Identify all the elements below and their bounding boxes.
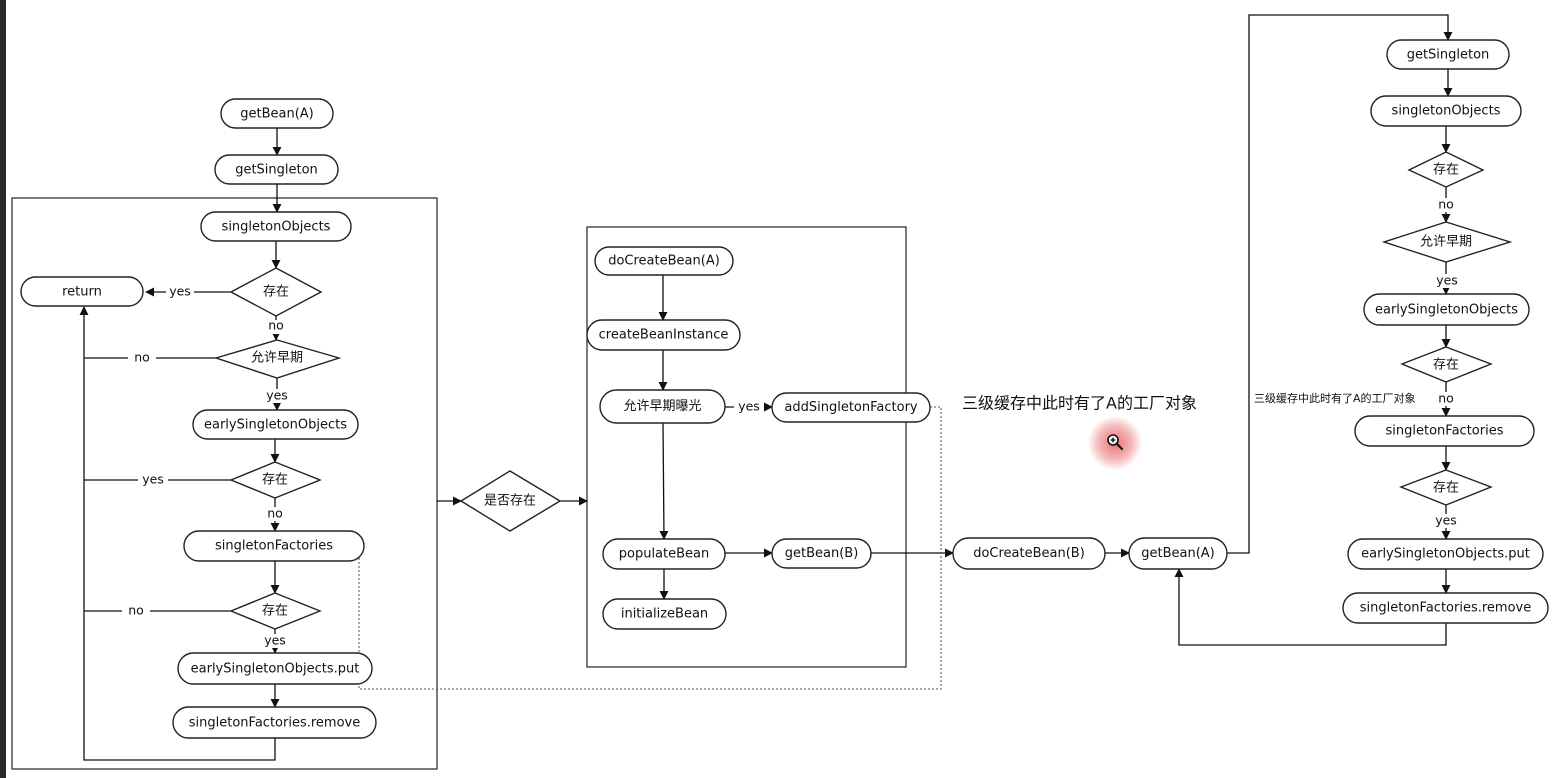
svg-text:doCreateBean(A): doCreateBean(A)	[608, 254, 720, 269]
decision-r-allow-early: 允许早期	[1381, 221, 1513, 263]
node-r-early-put: earlySingletonObjects.put	[1347, 538, 1544, 570]
node-do-create-bean-a: doCreateBean(A)	[594, 246, 734, 276]
label-r-yes-3: yes	[1435, 513, 1457, 528]
svg-text:存在: 存在	[1433, 163, 1459, 178]
svg-text:singletonFactories.remove: singletonFactories.remove	[189, 716, 360, 731]
node-populate-bean: populateBean	[602, 538, 726, 570]
label-yes-exists-3: yes	[264, 633, 286, 648]
zoom-in-icon	[1107, 434, 1124, 451]
node-return: return	[20, 276, 144, 307]
label-yes-exposure: yes	[738, 399, 760, 414]
svg-text:允许早期: 允许早期	[1420, 234, 1472, 250]
svg-text:存在: 存在	[1433, 358, 1459, 373]
node-r-get-singleton: getSingleton	[1386, 39, 1510, 70]
svg-text:存在: 存在	[262, 604, 288, 619]
svg-text:earlySingletonObjects.put: earlySingletonObjects.put	[191, 662, 360, 677]
svg-text:存在: 存在	[262, 473, 288, 488]
node-early-put: earlySingletonObjects.put	[177, 652, 373, 685]
window-left-edge	[0, 0, 6, 778]
node-r-singleton-objects: singletonObjects	[1370, 95, 1522, 127]
node-do-create-bean-b: doCreateBean(B)	[952, 537, 1106, 570]
svg-text:doCreateBean(B): doCreateBean(B)	[973, 546, 1085, 561]
svg-text:createBeanInstance: createBeanInstance	[599, 328, 729, 343]
svg-text:singletonFactories.remove: singletonFactories.remove	[1360, 601, 1531, 616]
getsingleton-frame	[11, 197, 438, 770]
svg-text:存在: 存在	[1433, 481, 1459, 496]
node-early-singleton-objects: earlySingletonObjects	[192, 409, 359, 440]
decision-whether-exists: 是否存在	[459, 470, 562, 532]
node-r-early-singleton-objects: earlySingletonObjects	[1363, 293, 1530, 326]
label-no-exists-2: no	[267, 506, 283, 521]
svg-text:initializeBean: initializeBean	[621, 607, 708, 622]
svg-text:singletonFactories: singletonFactories	[1386, 424, 1504, 439]
svg-text:getSingleton: getSingleton	[1407, 48, 1490, 63]
svg-text:singletonFactories: singletonFactories	[215, 539, 333, 554]
annotation-factory-note-large: 三级缓存中此时有了A的工厂对象	[962, 394, 1197, 413]
middle-connectors	[358, 14, 1453, 690]
svg-text:populateBean: populateBean	[619, 547, 710, 562]
node-factories-remove: singletonFactories.remove	[172, 706, 377, 739]
right-connectors	[1441, 69, 1453, 594]
label-r-no-2: no	[1438, 391, 1454, 406]
decision-r-exists-1: 存在	[1407, 151, 1485, 188]
label-no-exists-1: no	[268, 318, 284, 333]
node-singleton-factories: singletonFactories	[183, 530, 365, 562]
node-getbean-b: getBean(B)	[771, 538, 872, 569]
label-yes-return: yes	[169, 284, 191, 299]
decision-allow-early: 允许早期	[213, 339, 342, 379]
label-r-yes-allow: yes	[1436, 273, 1458, 288]
svg-text:singletonObjects: singletonObjects	[1392, 104, 1501, 119]
decision-exists-3: 存在	[229, 592, 322, 630]
svg-text:允许早期: 允许早期	[251, 350, 303, 366]
decision-r-exists-2: 存在	[1400, 346, 1493, 383]
zoom-cursor	[1088, 416, 1142, 470]
decision-exists-2: 存在	[229, 461, 322, 499]
node-get-singleton: getSingleton	[214, 154, 339, 185]
svg-text:getBean(A): getBean(A)	[240, 107, 314, 122]
svg-text:是否存在: 是否存在	[484, 494, 536, 509]
decision-r-exists-3: 存在	[1399, 469, 1493, 506]
svg-text:earlySingletonObjects.put: earlySingletonObjects.put	[1361, 547, 1530, 562]
node-getbean-a-2: getBean(A)	[1128, 537, 1228, 570]
node-getbean-a: getBean(A)	[220, 98, 334, 129]
node-initialize-bean: initializeBean	[602, 598, 727, 630]
svg-text:singletonObjects: singletonObjects	[222, 220, 331, 235]
node-singleton-objects: singletonObjects	[200, 211, 352, 242]
label-yes-exists-2: yes	[142, 472, 164, 487]
edge-labels: yes no no yes yes no no yes yes no yes n…	[122, 197, 1461, 648]
node-add-singleton-factory: addSingletonFactory	[771, 392, 931, 423]
node-create-bean-instance: createBeanInstance	[586, 319, 741, 351]
label-r-no-1: no	[1438, 197, 1454, 212]
node-r-factories-remove: singletonFactories.remove	[1342, 592, 1549, 624]
annotation-factory-note-small: 三级缓存中此时有了A的工厂对象	[1254, 391, 1416, 405]
svg-text:getSingleton: getSingleton	[235, 163, 318, 178]
label-no-exists-3: no	[128, 603, 144, 618]
svg-text:addSingletonFactory: addSingletonFactory	[784, 400, 918, 415]
node-r-singleton-factories: singletonFactories	[1354, 415, 1535, 447]
svg-text:getBean(A): getBean(A)	[1141, 546, 1215, 561]
svg-text:earlySingletonObjects: earlySingletonObjects	[204, 418, 347, 433]
node-allow-early-exposure: 允许早期曝光	[599, 389, 726, 424]
docreatebean-frame	[586, 226, 907, 668]
svg-text:getBean(B): getBean(B)	[785, 546, 859, 561]
svg-text:允许早期曝光: 允许早期曝光	[623, 398, 701, 414]
label-yes-allow-early: yes	[266, 388, 288, 403]
decision-exists-1: 存在	[229, 267, 323, 317]
svg-text:存在: 存在	[263, 285, 289, 300]
label-no-allow-early: no	[134, 350, 150, 365]
svg-text:earlySingletonObjects: earlySingletonObjects	[1375, 303, 1518, 318]
svg-text:return: return	[62, 285, 102, 300]
